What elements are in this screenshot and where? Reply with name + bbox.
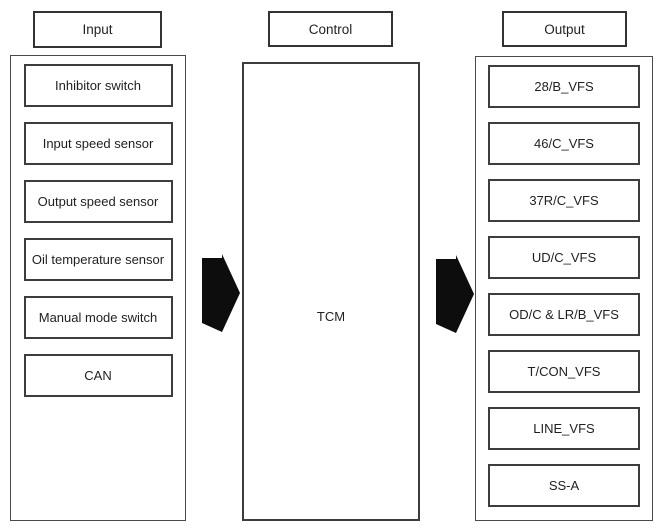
output-column-header: Output — [502, 11, 627, 47]
output-item-46c-vfs: 46/C_VFS — [488, 122, 640, 165]
output-item-ss-a: SS-A — [488, 464, 640, 507]
input-item-manual-mode-switch: Manual mode switch — [23, 296, 173, 339]
arrow-control-to-output — [436, 255, 474, 333]
right-arrow-icon — [202, 254, 240, 332]
input-item-output-speed-sensor: Output speed sensor — [23, 180, 173, 223]
output-item-28b-vfs: 28/B_VFS — [488, 65, 640, 108]
input-item-input-speed-sensor: Input speed sensor — [23, 122, 173, 165]
input-item-inhibitor-switch: Inhibitor switch — [23, 64, 173, 107]
output-item-37rc-vfs: 37R/C_VFS — [488, 179, 640, 222]
input-column-header: Input — [33, 11, 162, 48]
input-item-oil-temperature-sensor: Oil temperature sensor — [23, 238, 173, 281]
input-group-container: Inhibitor switch Input speed sensor Outp… — [10, 55, 186, 521]
input-item-can: CAN — [23, 354, 173, 397]
right-arrow-icon — [436, 255, 474, 333]
arrow-input-to-control — [202, 254, 240, 332]
output-item-udc-vfs: UD/C_VFS — [488, 236, 640, 279]
control-tcm-box: TCM — [242, 62, 420, 521]
output-item-line-vfs: LINE_VFS — [488, 407, 640, 450]
control-column-header: Control — [268, 11, 393, 47]
output-item-tcon-vfs: T/CON_VFS — [488, 350, 640, 393]
output-group-container: 28/B_VFS 46/C_VFS 37R/C_VFS UD/C_VFS OD/… — [475, 56, 653, 521]
output-item-odc-lrb-vfs: OD/C & LR/B_VFS — [488, 293, 640, 336]
